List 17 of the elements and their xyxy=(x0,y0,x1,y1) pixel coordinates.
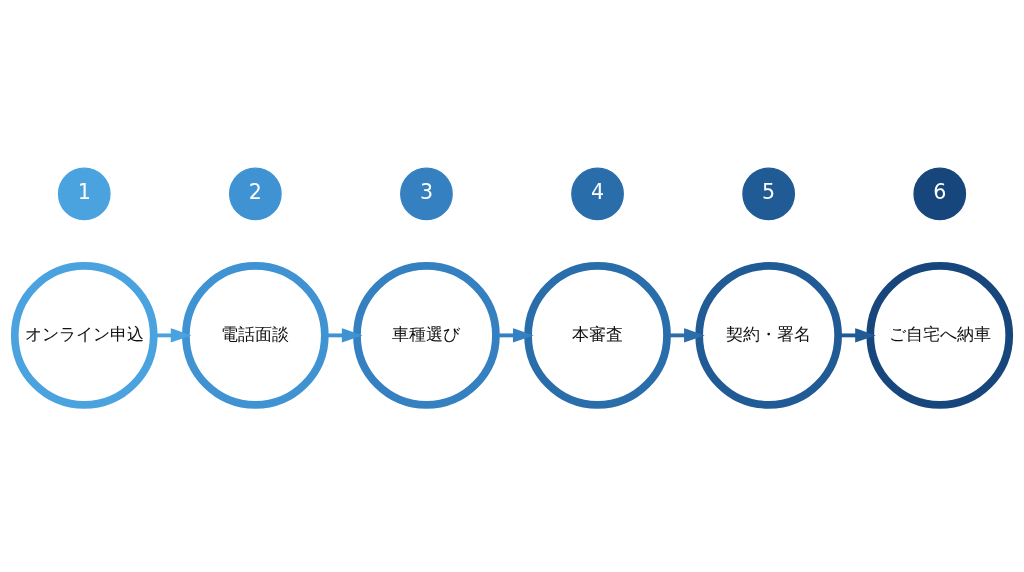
node-circle: オンライン申込 xyxy=(10,261,158,409)
node-circle: 本審査 xyxy=(524,261,671,409)
node-circle: 3 xyxy=(400,167,453,220)
arrow xyxy=(496,327,534,343)
node-circle: 契約・署名 xyxy=(695,261,842,409)
arrow xyxy=(154,327,192,343)
arrow xyxy=(325,327,363,343)
node-circle: 4 xyxy=(571,167,624,220)
node-circle: 車種選び xyxy=(353,261,500,409)
node-circle: 1 xyxy=(57,167,111,220)
arrow xyxy=(838,327,876,343)
arrow xyxy=(667,327,705,343)
node-circle: ご自宅へ納車 xyxy=(866,261,1014,409)
node-circle: 2 xyxy=(228,167,282,220)
node-circle: 6 xyxy=(913,167,967,220)
node-circle: 5 xyxy=(742,167,796,220)
node-circle: 電話面談 xyxy=(182,261,329,409)
